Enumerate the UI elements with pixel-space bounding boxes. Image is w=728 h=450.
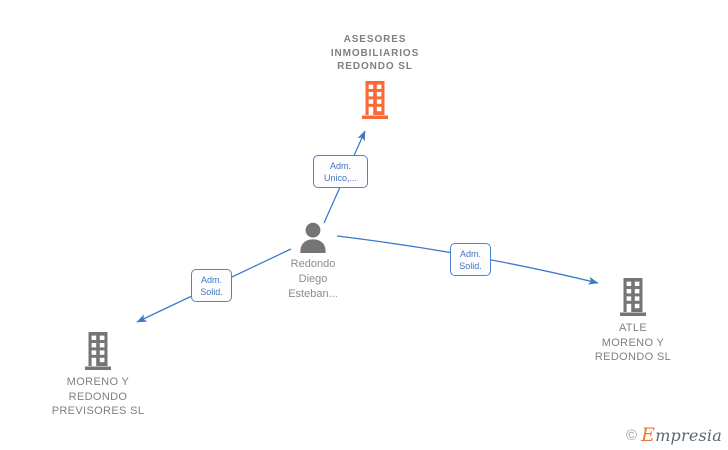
- brand-rest: mpresia: [655, 426, 722, 445]
- building-icon: [553, 278, 713, 316]
- building-icon: [18, 332, 178, 370]
- node-company-asesores[interactable]: ASESORES INMOBILIARIOS REDONDO SL: [295, 33, 455, 119]
- relation-label-adm-solid-atle[interactable]: Adm. Solid.: [450, 243, 491, 276]
- node-person-redondo-diego-esteban[interactable]: Redondo Diego Esteban...: [233, 222, 393, 302]
- person-icon: [233, 222, 393, 253]
- relation-label-adm-solid-moreno[interactable]: Adm. Solid.: [191, 269, 232, 302]
- node-label-atle-moreno-redondo: ATLE MORENO Y REDONDO SL: [594, 322, 672, 363]
- node-label-moreno-redondo-previsores: MORENO Y REDONDO PREVISORES SL: [51, 376, 145, 417]
- relation-label-adm-unico[interactable]: Adm. Unico,...: [313, 155, 368, 188]
- node-label-asesores: ASESORES INMOBILIARIOS REDONDO SL: [330, 34, 420, 72]
- empresia-watermark: © Empresia: [626, 426, 722, 445]
- brand-initial: E: [641, 424, 656, 446]
- building-icon: [295, 74, 455, 119]
- copyright-icon: ©: [626, 427, 638, 444]
- node-label-person: Redondo Diego Esteban...: [288, 258, 338, 300]
- node-company-moreno-redondo-previsores[interactable]: MORENO Y REDONDO PREVISORES SL: [18, 332, 178, 419]
- node-company-atle-moreno-redondo[interactable]: ATLE MORENO Y REDONDO SL: [553, 278, 713, 365]
- brand-wordmark: Empresia: [641, 426, 722, 445]
